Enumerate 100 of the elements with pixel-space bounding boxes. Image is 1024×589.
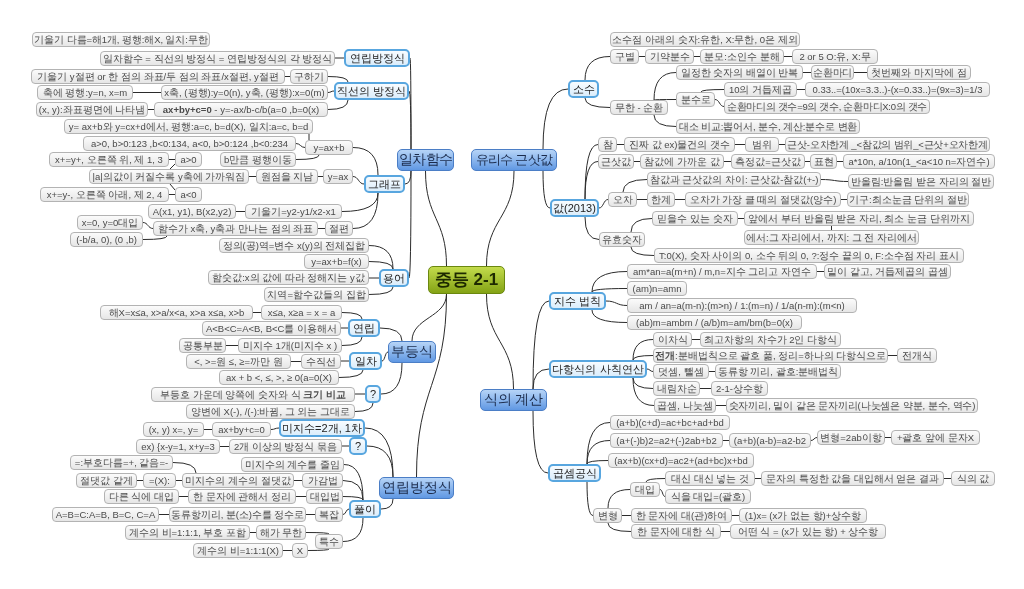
topic-box: a*10n, a/10n(1_<a<10 n=자연수): [843, 153, 995, 169]
topic-box: 특수: [315, 533, 343, 549]
topic-box: 2개 이상의 방정식 묶음: [229, 438, 342, 454]
topic-box: a>0, b>0:123 ,b<0:134, a<0, b>0:124 ,b<0:234: [83, 135, 296, 151]
subtopic-box: 소수: [568, 80, 599, 98]
connector-line: [282, 550, 293, 551]
connector-line: [645, 478, 666, 483]
connector-line: [591, 271, 628, 293]
connector-line: [352, 147, 379, 176]
connector-line: [203, 429, 213, 430]
topic-box: 계수의 비=1:1:1(X): [193, 542, 283, 558]
topic-box: ax + b <, ≤, >, ≥ 0(a=0(X): [219, 369, 339, 385]
subtopic-box: 곱셈공식: [548, 464, 601, 482]
topic-box: x≤a, x≥a = x = a: [261, 304, 342, 320]
connector-line: [168, 194, 176, 195]
topic-box: (1)x= (x가 없는 항)+상수항: [739, 507, 867, 523]
connector-line: [630, 246, 655, 256]
topic-box: 숫자끼리, 밑이 같은 문자끼리(나눗셈은 약분, 분수, 역수): [726, 397, 978, 413]
topic-box: 한 문자에 대한 식: [631, 523, 721, 539]
topic-box: =:부호다름=+, 같음=-: [70, 454, 173, 470]
connector-line: [943, 478, 952, 479]
topic-box: 전개식: [897, 347, 937, 363]
connector-line: [646, 368, 654, 372]
topic-box: 변형=2ab이항: [817, 429, 885, 445]
topic-box: b만큼 평행이동: [220, 151, 296, 167]
topic-box: y= ax+b와 y=cx+d에서, 평행:a=c, b=d(X), 일치:a=c, b=d: [64, 118, 313, 134]
topic-box: 앞에서 부터 반올림 받은 자리, 최소 눈금 단위까지: [744, 210, 974, 226]
connector-line: [586, 481, 594, 516]
connector-line: [816, 271, 825, 272]
connector-line: [132, 92, 162, 93]
topic-box: y=ax+b=f(x): [304, 253, 369, 269]
topic-box: 반올림:반올림 받은 자리의 절반: [848, 173, 994, 189]
topic-box: ex) {x-y=1, x+y=3: [136, 438, 220, 454]
subtopic-box: 풀이: [349, 500, 381, 518]
connector-line: [802, 72, 812, 73]
connector-line: [659, 489, 666, 497]
connector-line: [737, 218, 745, 219]
topic-box: 식을 대입=(괄호): [665, 488, 751, 504]
connector-line: [368, 245, 394, 270]
connector-line: [342, 496, 364, 501]
connector-line: [380, 498, 394, 510]
topic-box: 일차함수 = 직선의 방정식 = 연립방정식의 각 방정식: [100, 50, 335, 66]
connector-line: [840, 199, 848, 200]
topic-box: 전개:분배법칙으로 괄호 풂, 정리=하나의 다항식으로: [653, 347, 888, 363]
connector-line: [342, 480, 364, 501]
connector-line: [621, 515, 632, 516]
connector-line: [820, 179, 849, 182]
topic-box: (x, y):좌표평면에 나타냄: [36, 101, 148, 117]
topic-box: 계수의 비=1:1:1, 부호 포함: [125, 524, 250, 540]
topic-box: ax+by+c=0 - y=-ax/b-c/b(a=0 ,b=0(x): [154, 101, 328, 117]
connector-line: [630, 218, 653, 233]
topic-box: 첫번째와 마지막에 점: [867, 64, 971, 80]
connector-line: [368, 286, 394, 295]
connector-line: [598, 199, 609, 209]
connector-line: [486, 170, 515, 267]
topic-box: am / an=a(m-n):(m>n) / 1:(m=n) / 1/a(n-m):(m<n): [627, 297, 857, 313]
connector-line: [632, 355, 654, 361]
topic-box: 10의 거듭제곱: [724, 81, 797, 97]
connector-line: [887, 355, 898, 356]
connector-line: [307, 548, 330, 551]
topic-box: 구하기: [290, 68, 328, 84]
connector-line: [700, 89, 725, 93]
topic-box: 측정값=근삿값: [731, 153, 805, 169]
topic-box: <, >=원 ≤, ≥=까만 원: [186, 353, 291, 369]
topic-box: y=ax+b: [305, 139, 353, 155]
topic-box: (a+b)(a-b)=a2-b2: [729, 432, 811, 448]
connector-line: [317, 228, 326, 229]
connector-line: [486, 293, 514, 390]
topic-box: 양변에 X(-), /(-):바뀜, 그 외는 그대로: [186, 403, 355, 419]
connector-line: [591, 309, 628, 323]
connector-line: [632, 377, 655, 406]
connector-line: [169, 163, 176, 170]
subtopic-box: 지수 법칙: [549, 292, 606, 310]
connector-line: [147, 109, 155, 110]
topic-box: 에서:그 자리에서, 까지: 그 전 자리에서: [744, 229, 919, 245]
topic-box: 정의(공)역=변수 x(y)의 전체집합: [219, 237, 369, 253]
topic-box: 유효숫자: [599, 231, 645, 247]
connector-line: [380, 362, 403, 395]
topic-box: +괄호 앞에 문자X: [891, 429, 980, 445]
central-topic-box: 중등 2-1: [428, 266, 505, 294]
topic-box: 밑이 같고, 거듭제곱의 곱셈: [824, 263, 951, 279]
main-topic-box: 일차함수: [397, 149, 454, 171]
connector-line: [284, 76, 291, 77]
topic-box: 기약분수: [645, 48, 694, 64]
connector-line: [584, 97, 611, 108]
connector-line: [586, 460, 609, 465]
main-topic-box: 부등식: [388, 341, 436, 363]
subtopic-box: 연립: [348, 319, 380, 337]
connector-line: [305, 514, 316, 515]
topic-box: 최고차항의 차수가 2인 다항식: [700, 331, 841, 347]
connector-line: [638, 56, 646, 57]
topic-box: 범위: [745, 136, 779, 152]
topic-box: 곱셈, 나눗셈: [654, 397, 716, 413]
topic-box: 다른 식에 대입: [104, 488, 179, 504]
connector-line: [607, 522, 632, 532]
connector-line: [381, 351, 389, 362]
connector-line: [249, 532, 257, 533]
topic-box: X: [292, 542, 308, 558]
connector-line: [542, 170, 551, 209]
connector-line: [340, 360, 350, 362]
